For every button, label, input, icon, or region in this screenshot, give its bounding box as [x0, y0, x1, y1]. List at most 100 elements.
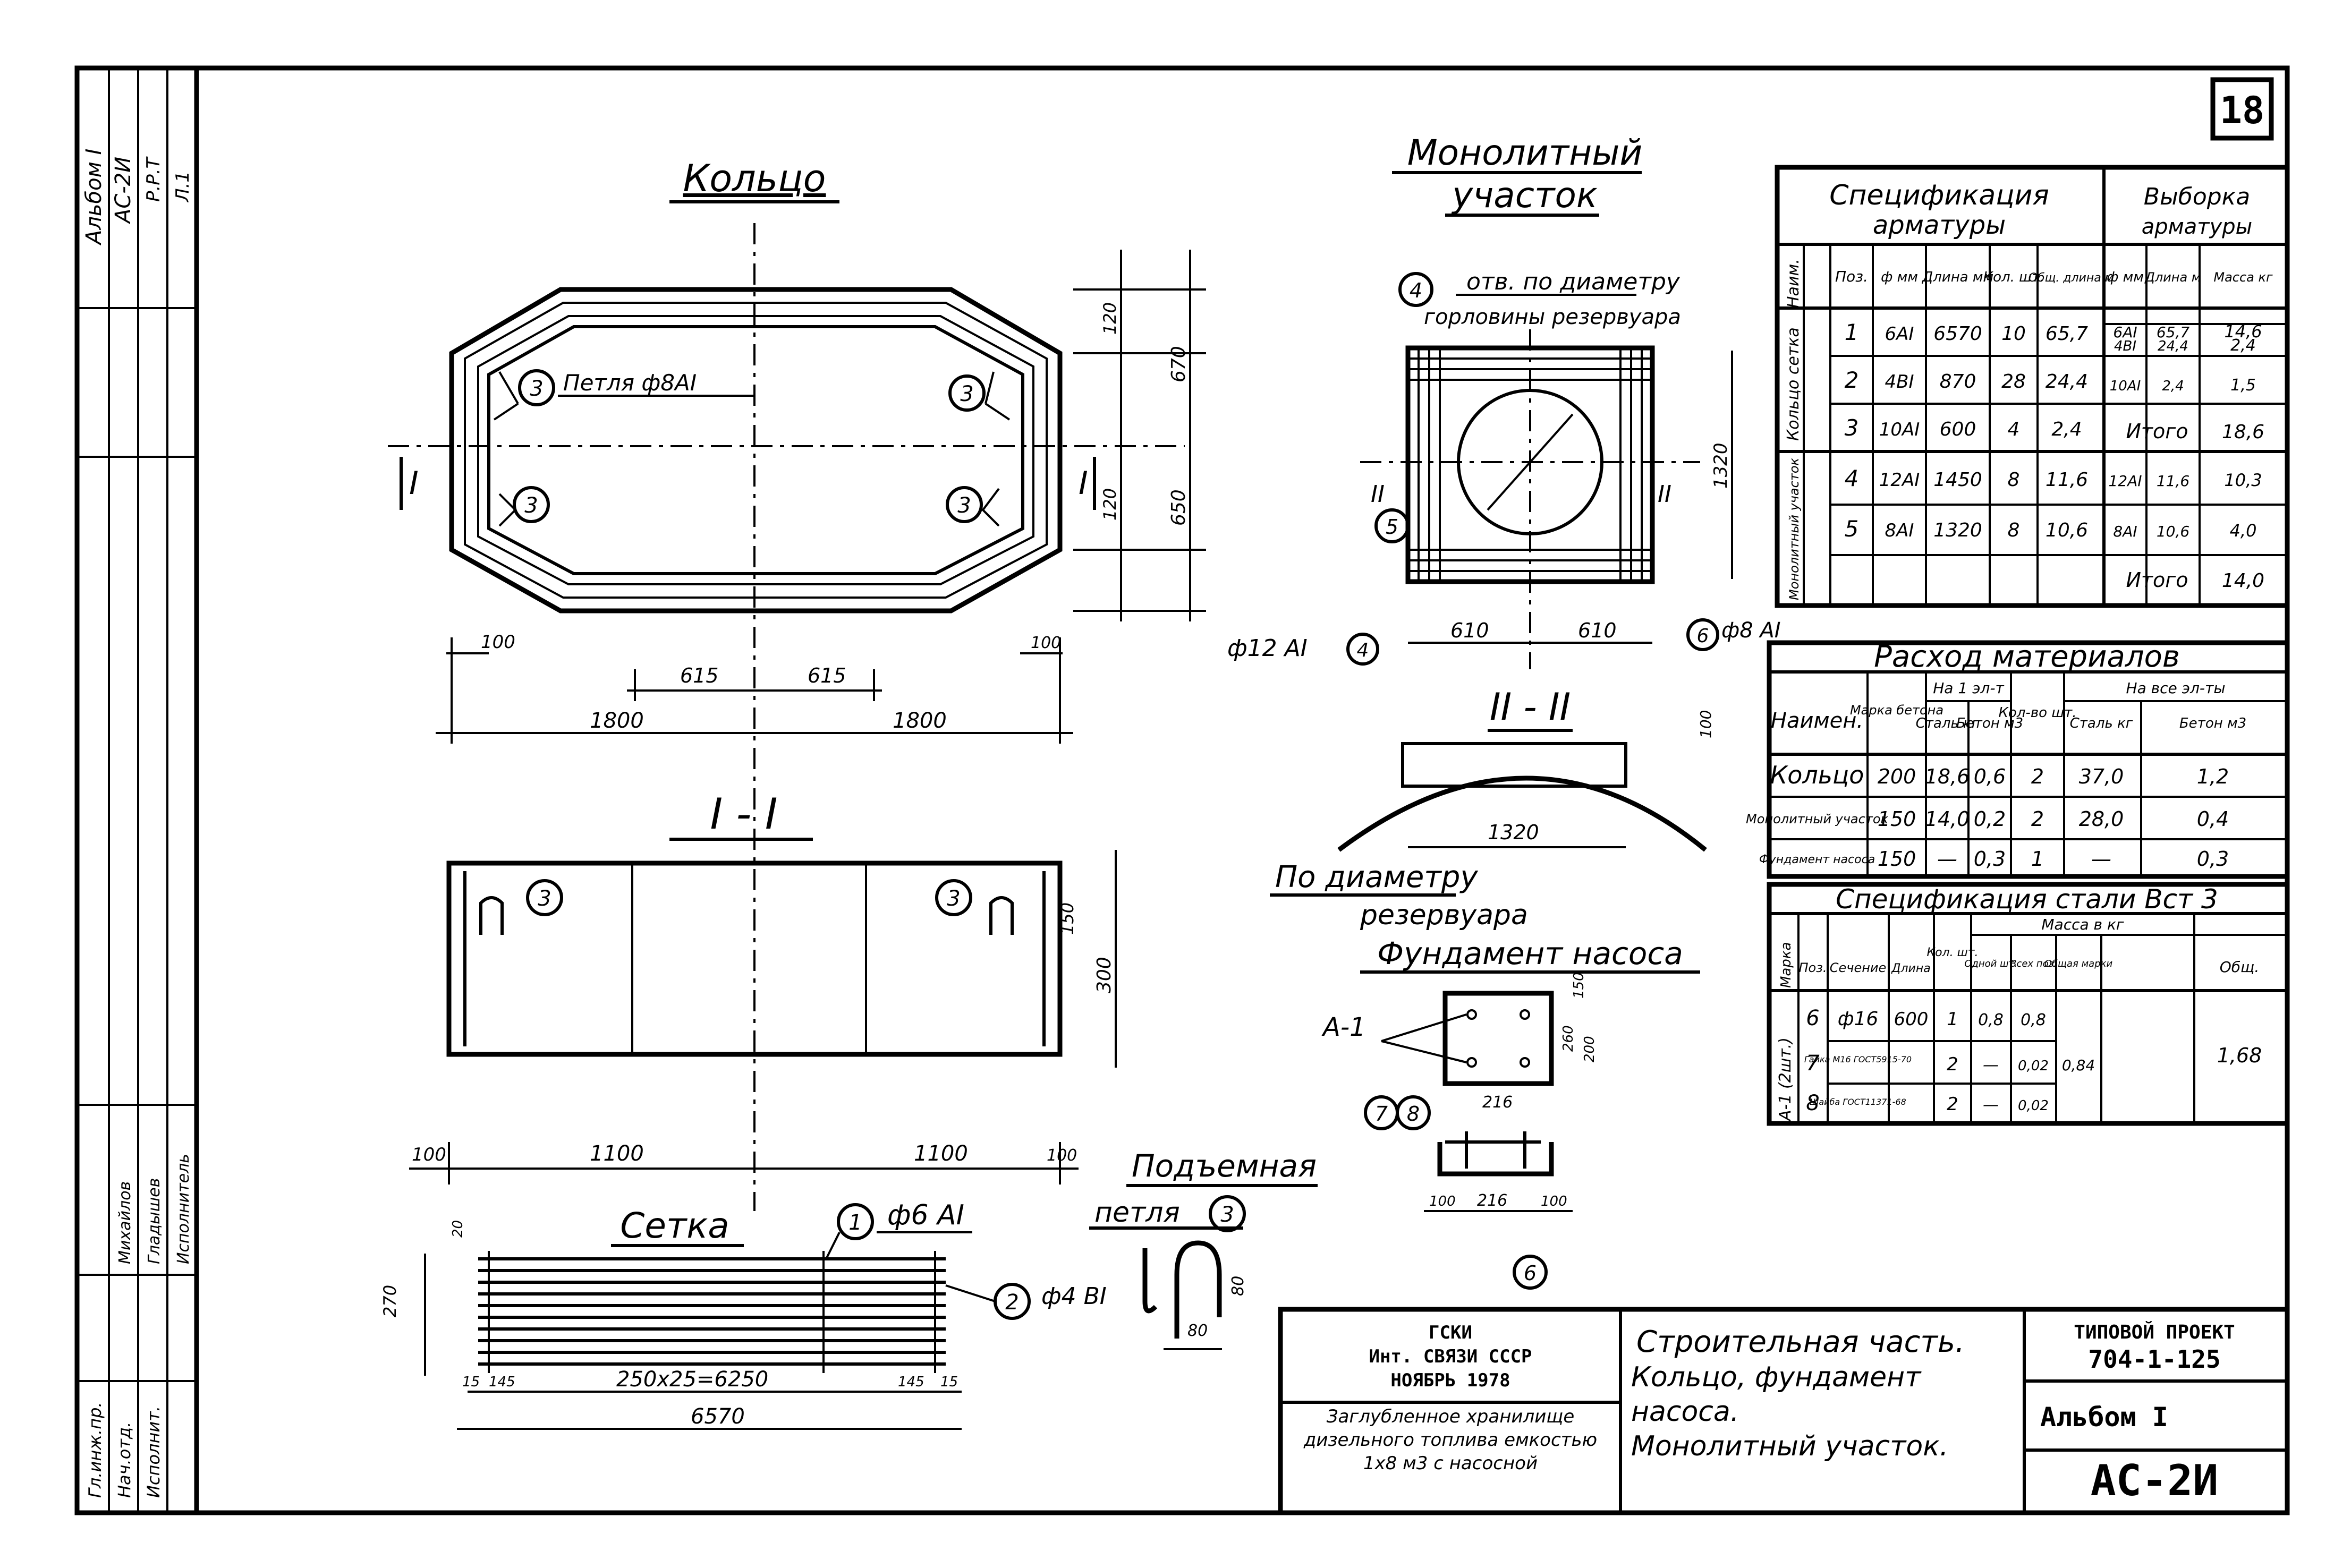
svg-text:Монолитный участок: Монолитный участок	[1746, 812, 1889, 826]
drawing-title-3: насоса.	[1631, 1396, 1739, 1428]
materials-row-3: Фундамент насоса 150 — 0,3 1 — 0,3	[1759, 847, 2229, 871]
svg-text:Итого: Итого	[2126, 568, 2188, 592]
svg-text:Всех поз.: Всех поз.	[2010, 958, 2057, 969]
svg-text:14,0: 14,0	[1925, 807, 1970, 831]
svg-text:Спецификация: Спецификация	[1829, 180, 2049, 211]
svg-text:1320: 1320	[1933, 519, 1982, 541]
ring-section-mark-right: I	[1079, 465, 1088, 502]
steel-row-1: 6 ф16 600 1 0,8 0,8	[1806, 1006, 2046, 1030]
svg-text:10,6: 10,6	[2157, 523, 2189, 540]
svg-text:0,4: 0,4	[2197, 807, 2229, 831]
svg-text:10,6: 10,6	[2046, 519, 2088, 541]
svg-text:1320: 1320	[1710, 442, 1732, 489]
svg-text:—: —	[1983, 1096, 1999, 1114]
svg-text:Общ. длина м: Общ. длина м	[2029, 271, 2114, 285]
svg-text:3: 3	[960, 382, 973, 406]
svg-text:6: 6	[1697, 625, 1709, 647]
drawing-title-2: Кольцо, фундамент	[1631, 1361, 1922, 1393]
svg-text:100: 100	[481, 632, 515, 653]
svg-text:4: 4	[1845, 465, 1859, 491]
svg-text:А-1 (2шт.): А-1 (2шт.)	[1776, 1037, 1795, 1122]
svg-text:120: 120	[1100, 302, 1120, 335]
svg-text:Марка бетона: Марка бетона	[1850, 703, 1943, 718]
pump-foundation: Фундамент насоса А-1 216 7 8 100 216 100…	[1321, 935, 1700, 1290]
sheet-code: АС-2И	[2091, 1456, 2219, 1505]
spec-row-1: 1 6АI 6570 10 65,7	[1845, 319, 2089, 345]
svg-text:0,8: 0,8	[2021, 1011, 2046, 1029]
section-II: II - II 1320 100 По диаметру резервуара	[1270, 685, 1715, 931]
svg-text:1320: 1320	[1488, 821, 1539, 844]
svg-text:3: 3	[524, 493, 538, 518]
svg-text:3: 3	[1220, 1203, 1234, 1227]
svg-text:Сталь кг: Сталь кг	[2070, 715, 2133, 731]
svg-text:Общ.: Общ.	[2220, 958, 2260, 976]
side-sheet: Л.1	[172, 171, 193, 203]
side-role-2: Нач.отд.	[114, 1422, 134, 1498]
spec-row-5: 5 8АI 1320 8 10,6	[1845, 516, 2088, 542]
svg-text:610: 610	[1578, 619, 1617, 642]
svg-text:1800: 1800	[893, 709, 947, 733]
lifting-loop: Подъемная петля 3 80 80	[1089, 1148, 1318, 1350]
svg-text:615: 615	[680, 664, 719, 687]
svg-text:18,6: 18,6	[2222, 421, 2264, 443]
svg-text:Гайка М16 ГОСТ5915-70: Гайка М16 ГОСТ5915-70	[1804, 1054, 1912, 1064]
svg-text:150: 150	[1571, 972, 1587, 999]
svg-text:ф мм: ф мм	[2107, 269, 2144, 285]
ring-section-mark-left: I	[409, 465, 419, 502]
steel-row-3: 8 Шайба ГОСТ11371-68 2 — 0,02	[1806, 1091, 2049, 1115]
svg-text:2: 2	[1947, 1094, 1958, 1115]
spec-row-4: 4 12АI 1450 8 11,6	[1845, 465, 2088, 491]
svg-text:216: 216	[1477, 1191, 1507, 1210]
side-stage: Р.Р.Т	[143, 156, 164, 202]
svg-text:24,4: 24,4	[2046, 371, 2088, 393]
svg-text:7: 7	[1375, 1102, 1388, 1126]
svg-text:Итого: Итого	[2126, 420, 2188, 443]
svg-text:8АI: 8АI	[2113, 523, 2137, 540]
svg-text:7: 7	[1806, 1051, 1820, 1076]
svg-text:2,4: 2,4	[2230, 336, 2256, 355]
svg-text:615: 615	[808, 664, 846, 687]
side-role-3: Исполнит.	[143, 1406, 164, 1498]
title-block: ГСКИ Инт. СВЯЗИ СССР НОЯБРЬ 1978 Заглубл…	[1278, 1307, 2290, 1515]
svg-text:0,02: 0,02	[2018, 1058, 2049, 1074]
svg-text:2,4: 2,4	[2051, 419, 2082, 440]
svg-text:2: 2	[1005, 1290, 1019, 1315]
svg-text:Спецификация стали Вст 3: Спецификация стали Вст 3	[1836, 884, 2218, 915]
monolith-rebar-right: ф8 АI	[1721, 618, 1781, 643]
svg-text:2: 2	[2031, 765, 2044, 788]
svg-text:65,7: 65,7	[2046, 323, 2088, 345]
section-II-note-2: резервуара	[1360, 899, 1528, 931]
svg-text:Длина мм: Длина мм	[1922, 269, 1993, 285]
svg-text:На все эл-ты: На все эл-ты	[2126, 679, 2226, 697]
svg-text:1,2: 1,2	[2197, 765, 2229, 788]
side-name-1: Михайлов	[116, 1181, 134, 1264]
svg-text:80: 80	[1229, 1276, 1247, 1296]
svg-text:ф16: ф16	[1838, 1008, 1879, 1030]
svg-text:Марка: Марка	[1778, 942, 1794, 988]
svg-text:5: 5	[1845, 516, 1859, 542]
svg-text:300: 300	[1093, 957, 1115, 993]
svg-text:11,6: 11,6	[2046, 469, 2088, 491]
svg-text:120: 120	[1100, 488, 1120, 521]
svg-text:1450: 1450	[1933, 469, 1982, 491]
svg-text:Поз.: Поз.	[1798, 960, 1827, 975]
svg-text:Сталь кг: Сталь кг	[1916, 715, 1979, 731]
svg-text:8: 8	[1407, 1102, 1420, 1126]
svg-text:Масса в кг: Масса в кг	[2041, 916, 2124, 933]
svg-text:6: 6	[1524, 1262, 1537, 1285]
project-type: ТИПОВОЙ ПРОЕКТ	[2074, 1321, 2235, 1343]
svg-text:8: 8	[1806, 1091, 1819, 1115]
monolith: Монолитный участок 4 отв. по диаметру го…	[1227, 132, 1781, 669]
monolith-title-1: Монолитный	[1407, 132, 1643, 173]
svg-text:Длина: Длина	[1891, 962, 1930, 975]
svg-text:Фундамент насоса: Фундамент насоса	[1759, 853, 1875, 866]
svg-text:18,6: 18,6	[1925, 765, 1970, 788]
svg-text:3: 3	[1845, 415, 1859, 441]
ring-loops: 3 3 3 3	[493, 369, 1011, 527]
monolith-note-2: горловины резервуара	[1424, 305, 1681, 329]
ring-plan: Кольцо 3 3 3 3 Петля ф8АI I I	[388, 157, 1206, 1211]
svg-text:1800: 1800	[590, 709, 644, 733]
svg-text:Кол. шт.: Кол. шт.	[1983, 269, 2044, 285]
svg-text:12АI: 12АI	[2108, 472, 2142, 490]
